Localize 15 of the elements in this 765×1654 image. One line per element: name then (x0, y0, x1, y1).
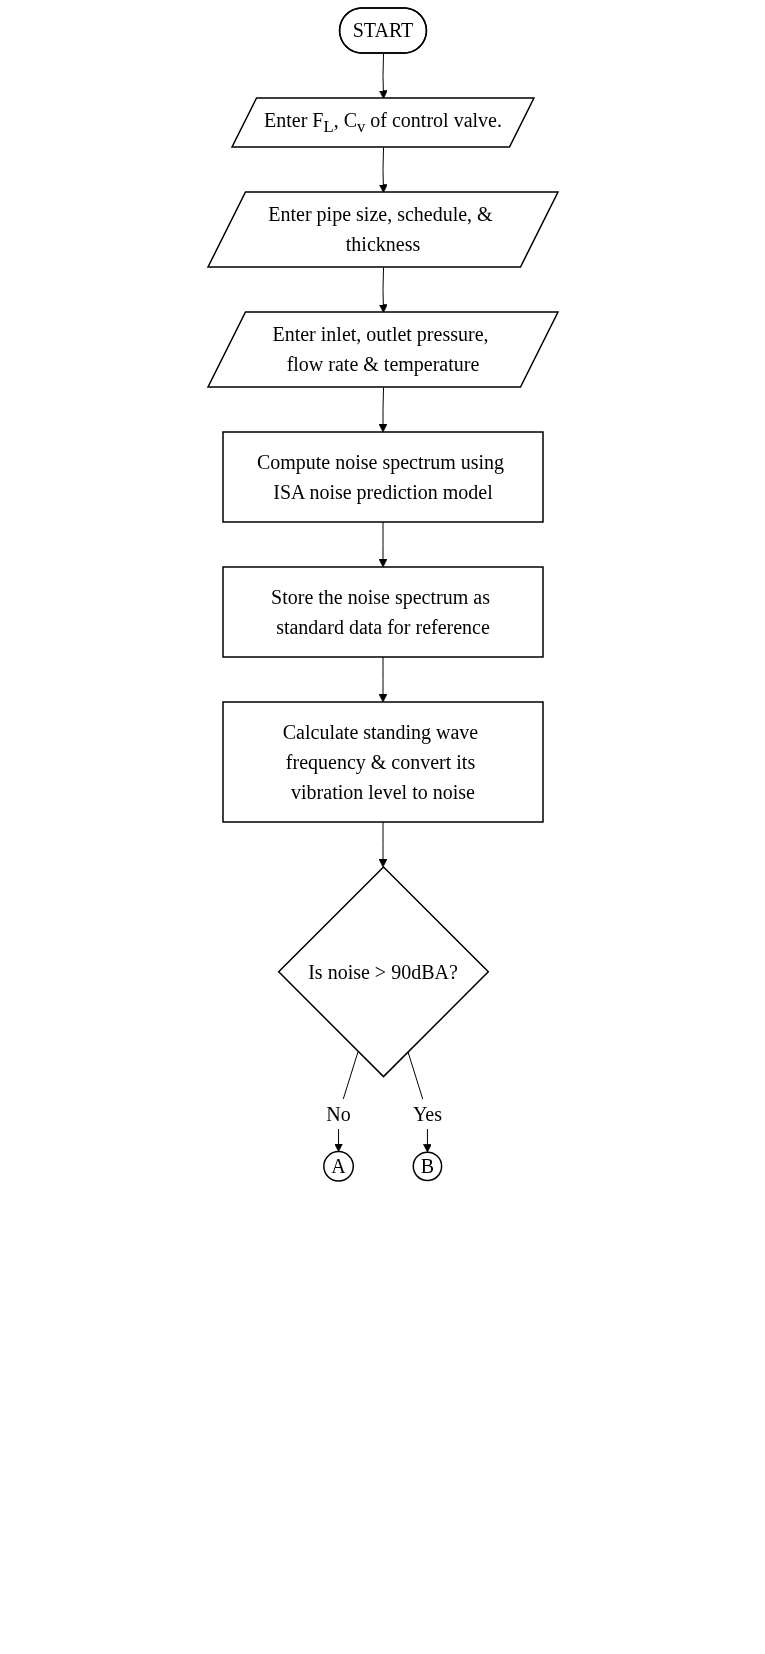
arrow (378, 821, 387, 868)
arrow (378, 267, 388, 313)
arrow (378, 521, 387, 568)
arrow (378, 656, 387, 703)
edge-label: Yes (412, 1103, 442, 1126)
node-circle: B (412, 1151, 442, 1182)
node-box: Store the noise spectrum as standard data for reference (221, 566, 544, 658)
arrow (378, 147, 388, 193)
node-diamond: Is noise > 90dBA? (277, 865, 489, 1078)
node-box: Compute noise spectrum using ISA noise prediction model (221, 431, 544, 523)
node-circle: A (322, 1150, 354, 1182)
arrow (378, 53, 388, 99)
edge-label: No (325, 1103, 351, 1126)
arrow (378, 387, 387, 433)
node-box: Calculate standing wave frequency & convert its vibration level to noise (221, 701, 544, 823)
